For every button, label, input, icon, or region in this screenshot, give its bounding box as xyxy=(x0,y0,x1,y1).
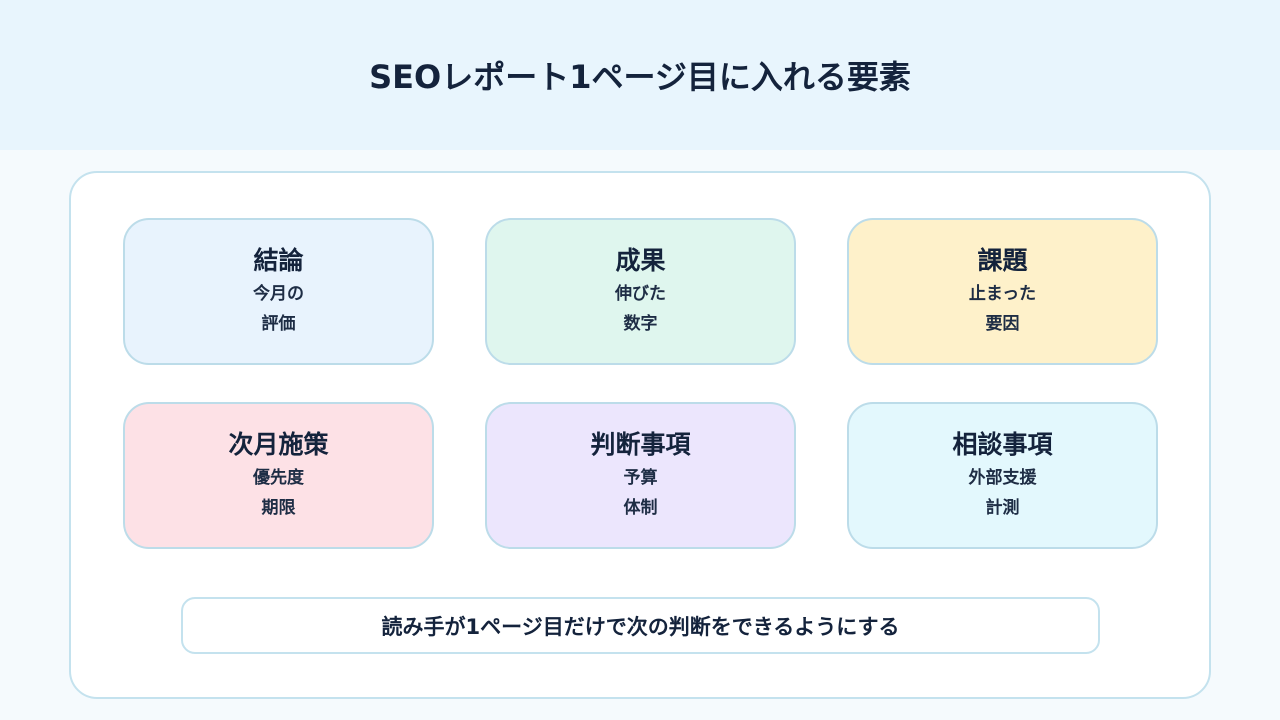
card-line: 外部支援 xyxy=(968,467,1037,488)
card-title: 課題 xyxy=(977,245,1028,275)
card-results: 成果 伸びた 数字 xyxy=(485,218,796,365)
card-title: 判断事項 xyxy=(590,429,691,459)
card-title: 相談事項 xyxy=(952,429,1053,459)
card-title: 次月施策 xyxy=(228,429,329,459)
card-line: 計測 xyxy=(985,497,1020,518)
card-title: 成果 xyxy=(615,245,666,275)
card-decisions: 判断事項 予算 体制 xyxy=(485,402,796,549)
summary-text: 読み手が1ページ目だけで次の判断をできるようにする xyxy=(381,614,900,639)
page-title: SEOレポート1ページ目に入れる要素 xyxy=(369,58,911,96)
card-line: 伸びた xyxy=(615,283,666,304)
card-line: 今月の xyxy=(253,283,304,304)
card-line: 評価 xyxy=(261,313,296,334)
card-title: 結論 xyxy=(253,245,304,275)
card-line: 数字 xyxy=(623,313,658,334)
card-consultation: 相談事項 外部支援 計測 xyxy=(847,402,1158,549)
header-band: SEOレポート1ページ目に入れる要素 xyxy=(0,0,1280,150)
card-issues: 課題 止まった 要因 xyxy=(847,218,1158,365)
card-line: 要因 xyxy=(985,313,1020,334)
summary-box: 読み手が1ページ目だけで次の判断をできるようにする xyxy=(181,597,1100,654)
card-line: 優先度 xyxy=(253,467,304,488)
card-line: 予算 xyxy=(623,467,658,488)
card-line: 止まった xyxy=(968,283,1037,304)
card-conclusion: 結論 今月の 評価 xyxy=(123,218,434,365)
card-next-actions: 次月施策 優先度 期限 xyxy=(123,402,434,549)
card-line: 期限 xyxy=(261,497,296,518)
card-line: 体制 xyxy=(623,497,658,518)
